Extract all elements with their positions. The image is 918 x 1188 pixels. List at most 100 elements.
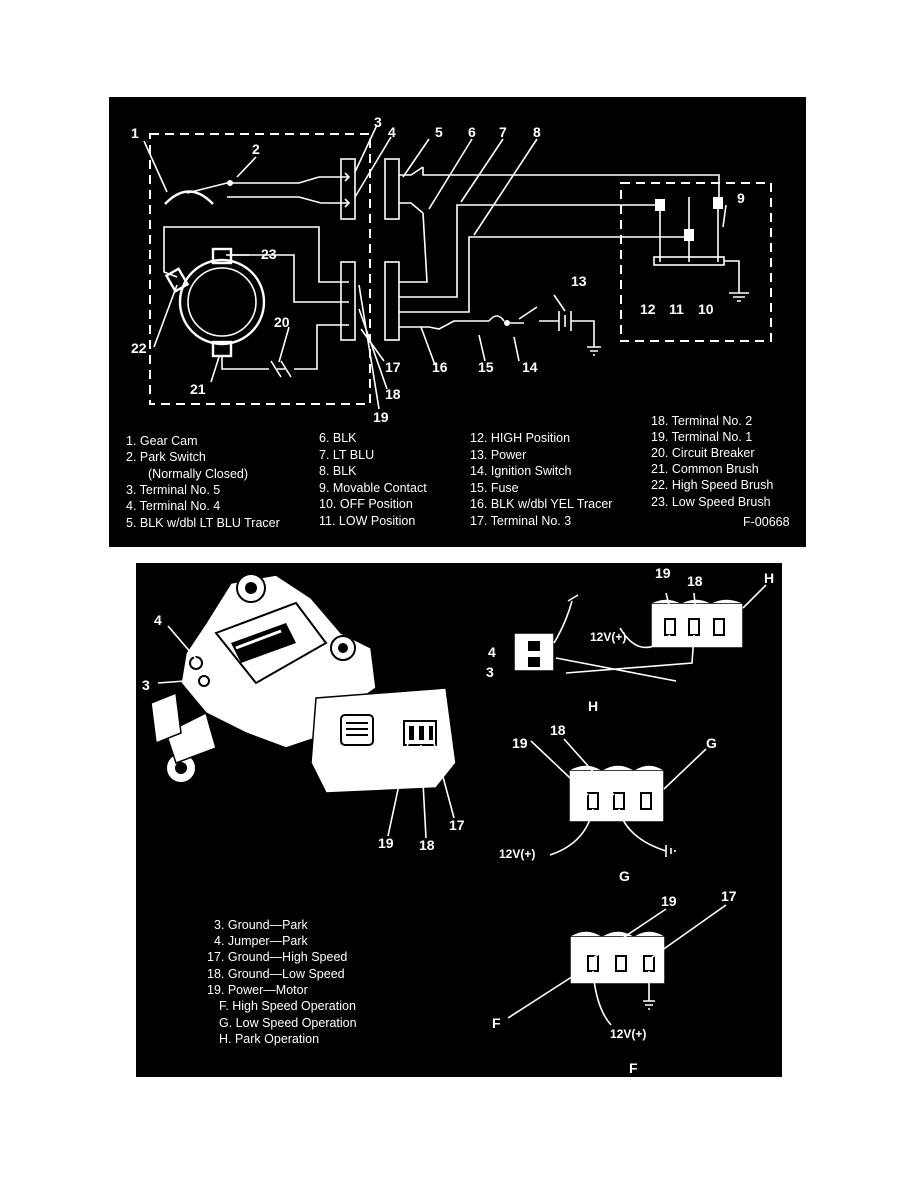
legend-item: 6. BLK xyxy=(319,431,357,445)
wire-low-brush xyxy=(231,254,349,303)
wire-16-blk-yel xyxy=(399,320,489,330)
legend-item: 12. HIGH Position xyxy=(470,431,570,445)
legend-item: 1. Gear Cam xyxy=(126,434,198,448)
wire-high-brush xyxy=(163,226,349,283)
view-h-callout-19: 19 xyxy=(655,565,671,581)
view-f-callout-17: 17 xyxy=(721,888,737,904)
fuse-symbol xyxy=(488,315,505,322)
callout-19: 19 xyxy=(373,409,389,425)
motor-callout-3: 3 xyxy=(142,677,150,693)
legend-item: 14. Ignition Switch xyxy=(470,464,571,478)
legend-item: 10. OFF Position xyxy=(319,497,413,511)
legend-item: 5. BLK w/dbl LT BLU Tracer xyxy=(126,516,280,530)
callout-20: 20 xyxy=(274,314,290,330)
callout-23: 23 xyxy=(261,246,277,262)
motor-inner xyxy=(187,267,257,337)
switch-rails xyxy=(659,197,719,262)
legend-item: 3. Ground—Park xyxy=(214,918,309,932)
connector-lower-right xyxy=(384,261,400,341)
legend-item: 19. Power—Motor xyxy=(207,983,308,997)
battery-symbol xyxy=(539,311,595,347)
view-f-voltage: 12V(+) xyxy=(610,1027,646,1041)
view-g-caption: G xyxy=(619,868,630,884)
legend-col-2: 6. BLK 7. LT BLU 8. BLK 9. Movable Conta… xyxy=(319,431,427,528)
legend-item: 16. BLK w/dbl YEL Tracer xyxy=(470,497,612,511)
motor-callout-17: 17 xyxy=(449,817,465,833)
motor-callout-leaders xyxy=(157,625,455,839)
view-g-voltage: 12V(+) xyxy=(499,847,535,861)
motor-callout-18: 18 xyxy=(419,837,435,853)
legend-item: 21. Common Brush xyxy=(651,462,759,476)
power-ground xyxy=(587,346,601,356)
gear-cam xyxy=(164,190,214,205)
legend-item: 17. Ground—High Speed xyxy=(207,950,347,964)
legend-item: 17. Terminal No. 3 xyxy=(470,514,571,528)
legend-item: 4. Terminal No. 4 xyxy=(126,499,220,513)
view-h-caption: H xyxy=(588,698,598,714)
motor-callout-19: 19 xyxy=(378,835,394,851)
upper-pins-right xyxy=(399,166,424,214)
wire-8-blk xyxy=(399,236,689,313)
callout-7: 7 xyxy=(499,124,507,140)
wire-circuit-breaker xyxy=(294,324,349,370)
switch-low-contact xyxy=(684,229,694,241)
view-f-callout-19: 19 xyxy=(661,893,677,909)
legend-item: 23. Low Speed Brush xyxy=(651,495,771,509)
park-switch-pivot xyxy=(227,180,233,186)
callout-8: 8 xyxy=(533,124,541,140)
wiper-motor-drawing xyxy=(150,573,457,794)
view-h-callout-3: 3 xyxy=(486,664,494,680)
wire-7-lt-blu xyxy=(399,204,661,298)
callout-4: 4 xyxy=(388,124,396,140)
view-h-callout-18: 18 xyxy=(687,573,703,589)
wire-6-blk xyxy=(399,212,428,283)
wiring-schematic-panel: 1 2 3 4 5 6 7 8 9 10 11 12 13 14 15 16 1… xyxy=(109,97,806,547)
motor-connector-illustration: 4 3 19 18 17 19 18 H 12V(+) 4 3 H 19 18 … xyxy=(142,565,774,1076)
view-g-letter: G xyxy=(706,735,717,751)
circuit-breaker-symbol xyxy=(270,360,292,378)
wire-5-blk-lt-blu xyxy=(422,167,720,197)
callout-21: 21 xyxy=(190,381,206,397)
view-h-park: 19 18 H 12V(+) 4 3 H xyxy=(486,565,774,714)
legend-item: 22. High Speed Brush xyxy=(651,478,773,492)
ignition-switch-blade xyxy=(518,306,538,320)
wire-common-brush xyxy=(221,356,269,370)
park-switch-arm xyxy=(186,176,320,194)
callout-10: 10 xyxy=(698,301,714,317)
switch-high-contact xyxy=(655,199,665,211)
callout-17: 17 xyxy=(385,359,401,375)
connector-upper-left xyxy=(340,158,356,220)
callout-2: 2 xyxy=(252,141,260,157)
callout-13: 13 xyxy=(571,273,587,289)
legend-item: 15. Fuse xyxy=(470,481,519,495)
callout-1: 1 xyxy=(131,125,139,141)
legend-item: 11. LOW Position xyxy=(319,514,415,528)
legend-item: (Normally Closed) xyxy=(148,467,248,481)
low-speed-brush xyxy=(211,247,233,265)
upper-pins-left xyxy=(319,172,351,208)
legend-col-3: 12. HIGH Position 13. Power 14. Ignition… xyxy=(470,431,612,528)
view-f-caption: F xyxy=(629,1060,638,1076)
legend-item: 13. Power xyxy=(470,448,526,462)
callout-12: 12 xyxy=(640,301,656,317)
callout-6: 6 xyxy=(468,124,476,140)
view-f-high-speed: 19 17 F 12V(+) F xyxy=(492,888,737,1076)
view-h-callout-4: 4 xyxy=(488,644,496,660)
high-speed-brush xyxy=(164,267,190,293)
view-h-letter: H xyxy=(764,570,774,586)
connector-lower-left xyxy=(340,261,356,341)
callout-15: 15 xyxy=(478,359,494,375)
motor-armature xyxy=(178,258,266,346)
connector-upper-right xyxy=(384,158,400,220)
connector-legend: 3. Ground—Park 4. Jumper—Park 17. Ground… xyxy=(207,918,357,1046)
callout-9: 9 xyxy=(737,190,745,206)
legend-item: 19. Terminal No. 1 xyxy=(651,430,752,444)
legend-col-1: 1. Gear Cam 2. Park Switch (Normally Clo… xyxy=(126,434,280,530)
motor-housing-outline xyxy=(149,133,371,405)
switch-outline xyxy=(620,182,772,342)
view-g-callout-18: 18 xyxy=(550,722,566,738)
switch-off-contact xyxy=(713,197,723,209)
view-g-low-speed: 19 18 G 12V(+) G xyxy=(499,722,717,884)
callout-11: 11 xyxy=(669,301,684,317)
legend-item: 18. Ground—Low Speed xyxy=(207,967,345,981)
